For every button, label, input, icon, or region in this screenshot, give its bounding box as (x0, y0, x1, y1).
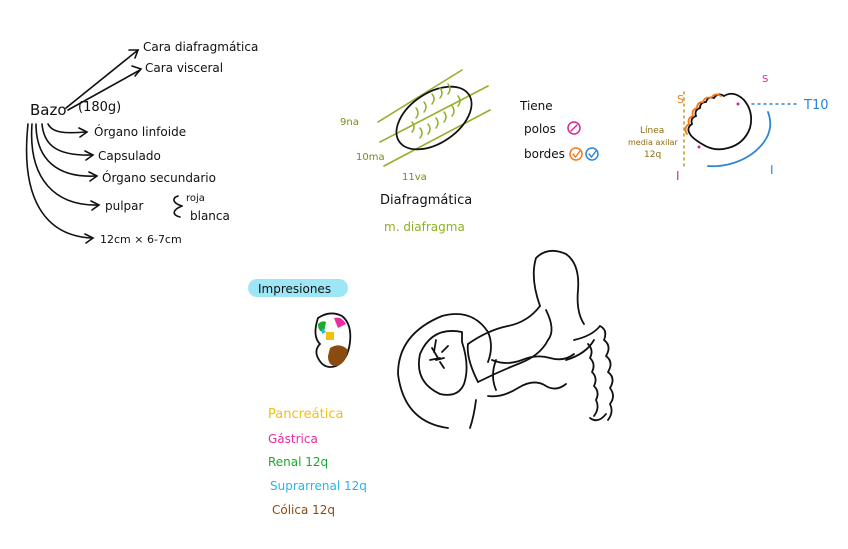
bordes-orange-check-icon (569, 147, 583, 161)
i-right-label: I (770, 163, 774, 177)
top-branch-2: Cara visceral (145, 61, 223, 75)
rib-label-10: 10ma (356, 152, 385, 163)
impresion-suprarrenal: Suprarrenal 12q (270, 479, 367, 493)
ribs-subcaption: m. diafragma (384, 220, 465, 234)
check-icons (567, 121, 599, 161)
impresiones-badge-bg (248, 279, 348, 297)
line-label-3: 12q (644, 150, 661, 160)
tiene-item-bordes: bordes (524, 147, 565, 161)
impresion-pancreatica: Pancreática (268, 407, 343, 422)
s-right-label: S (762, 74, 768, 85)
line-label-2: media axilar (628, 138, 678, 147)
impresion-colica: Cólica 12q (272, 503, 335, 517)
branch-1: Órgano linfoide (94, 124, 186, 139)
impresion-renal: Renal 12q (268, 455, 328, 469)
root-label: Bazo (30, 101, 67, 119)
branch-2: Capsulado (98, 149, 161, 163)
branch-3: Órgano secundario (102, 170, 216, 185)
spleen-tree (25, 49, 183, 244)
i-left-label: I (676, 169, 680, 183)
tiene-item-polos: polos (524, 122, 556, 136)
abdominal-organs-sketch (397, 249, 614, 429)
line-label-1: Línea (640, 126, 664, 136)
t10-label: T10 (803, 98, 828, 113)
impressions-spleen-icon (314, 312, 352, 368)
ribs-diagram (377, 69, 491, 167)
impresiones-badge: Impresiones (258, 282, 331, 296)
impresion-gastrica: Gástrica (268, 432, 318, 446)
pulpar-child-2: blanca (190, 209, 230, 223)
branch-4: pulpar (105, 199, 144, 213)
root-weight: (180g) (78, 100, 121, 115)
ribs-caption: Diafragmática (380, 193, 472, 208)
pulpar-child-1: roja (186, 193, 205, 204)
bordes-blue-check-icon (585, 147, 599, 161)
rib-label-9: 9na (340, 117, 359, 128)
rib-label-11: 11va (402, 172, 427, 183)
top-branch-1: Cara diafragmática (143, 40, 258, 54)
polos-check-icon (567, 121, 581, 135)
branch-5: 12cm × 6-7cm (100, 233, 182, 246)
s-top-label: S (677, 93, 684, 106)
spleen-border-diagram (683, 91, 801, 169)
tiene-heading: Tiene (519, 99, 553, 113)
